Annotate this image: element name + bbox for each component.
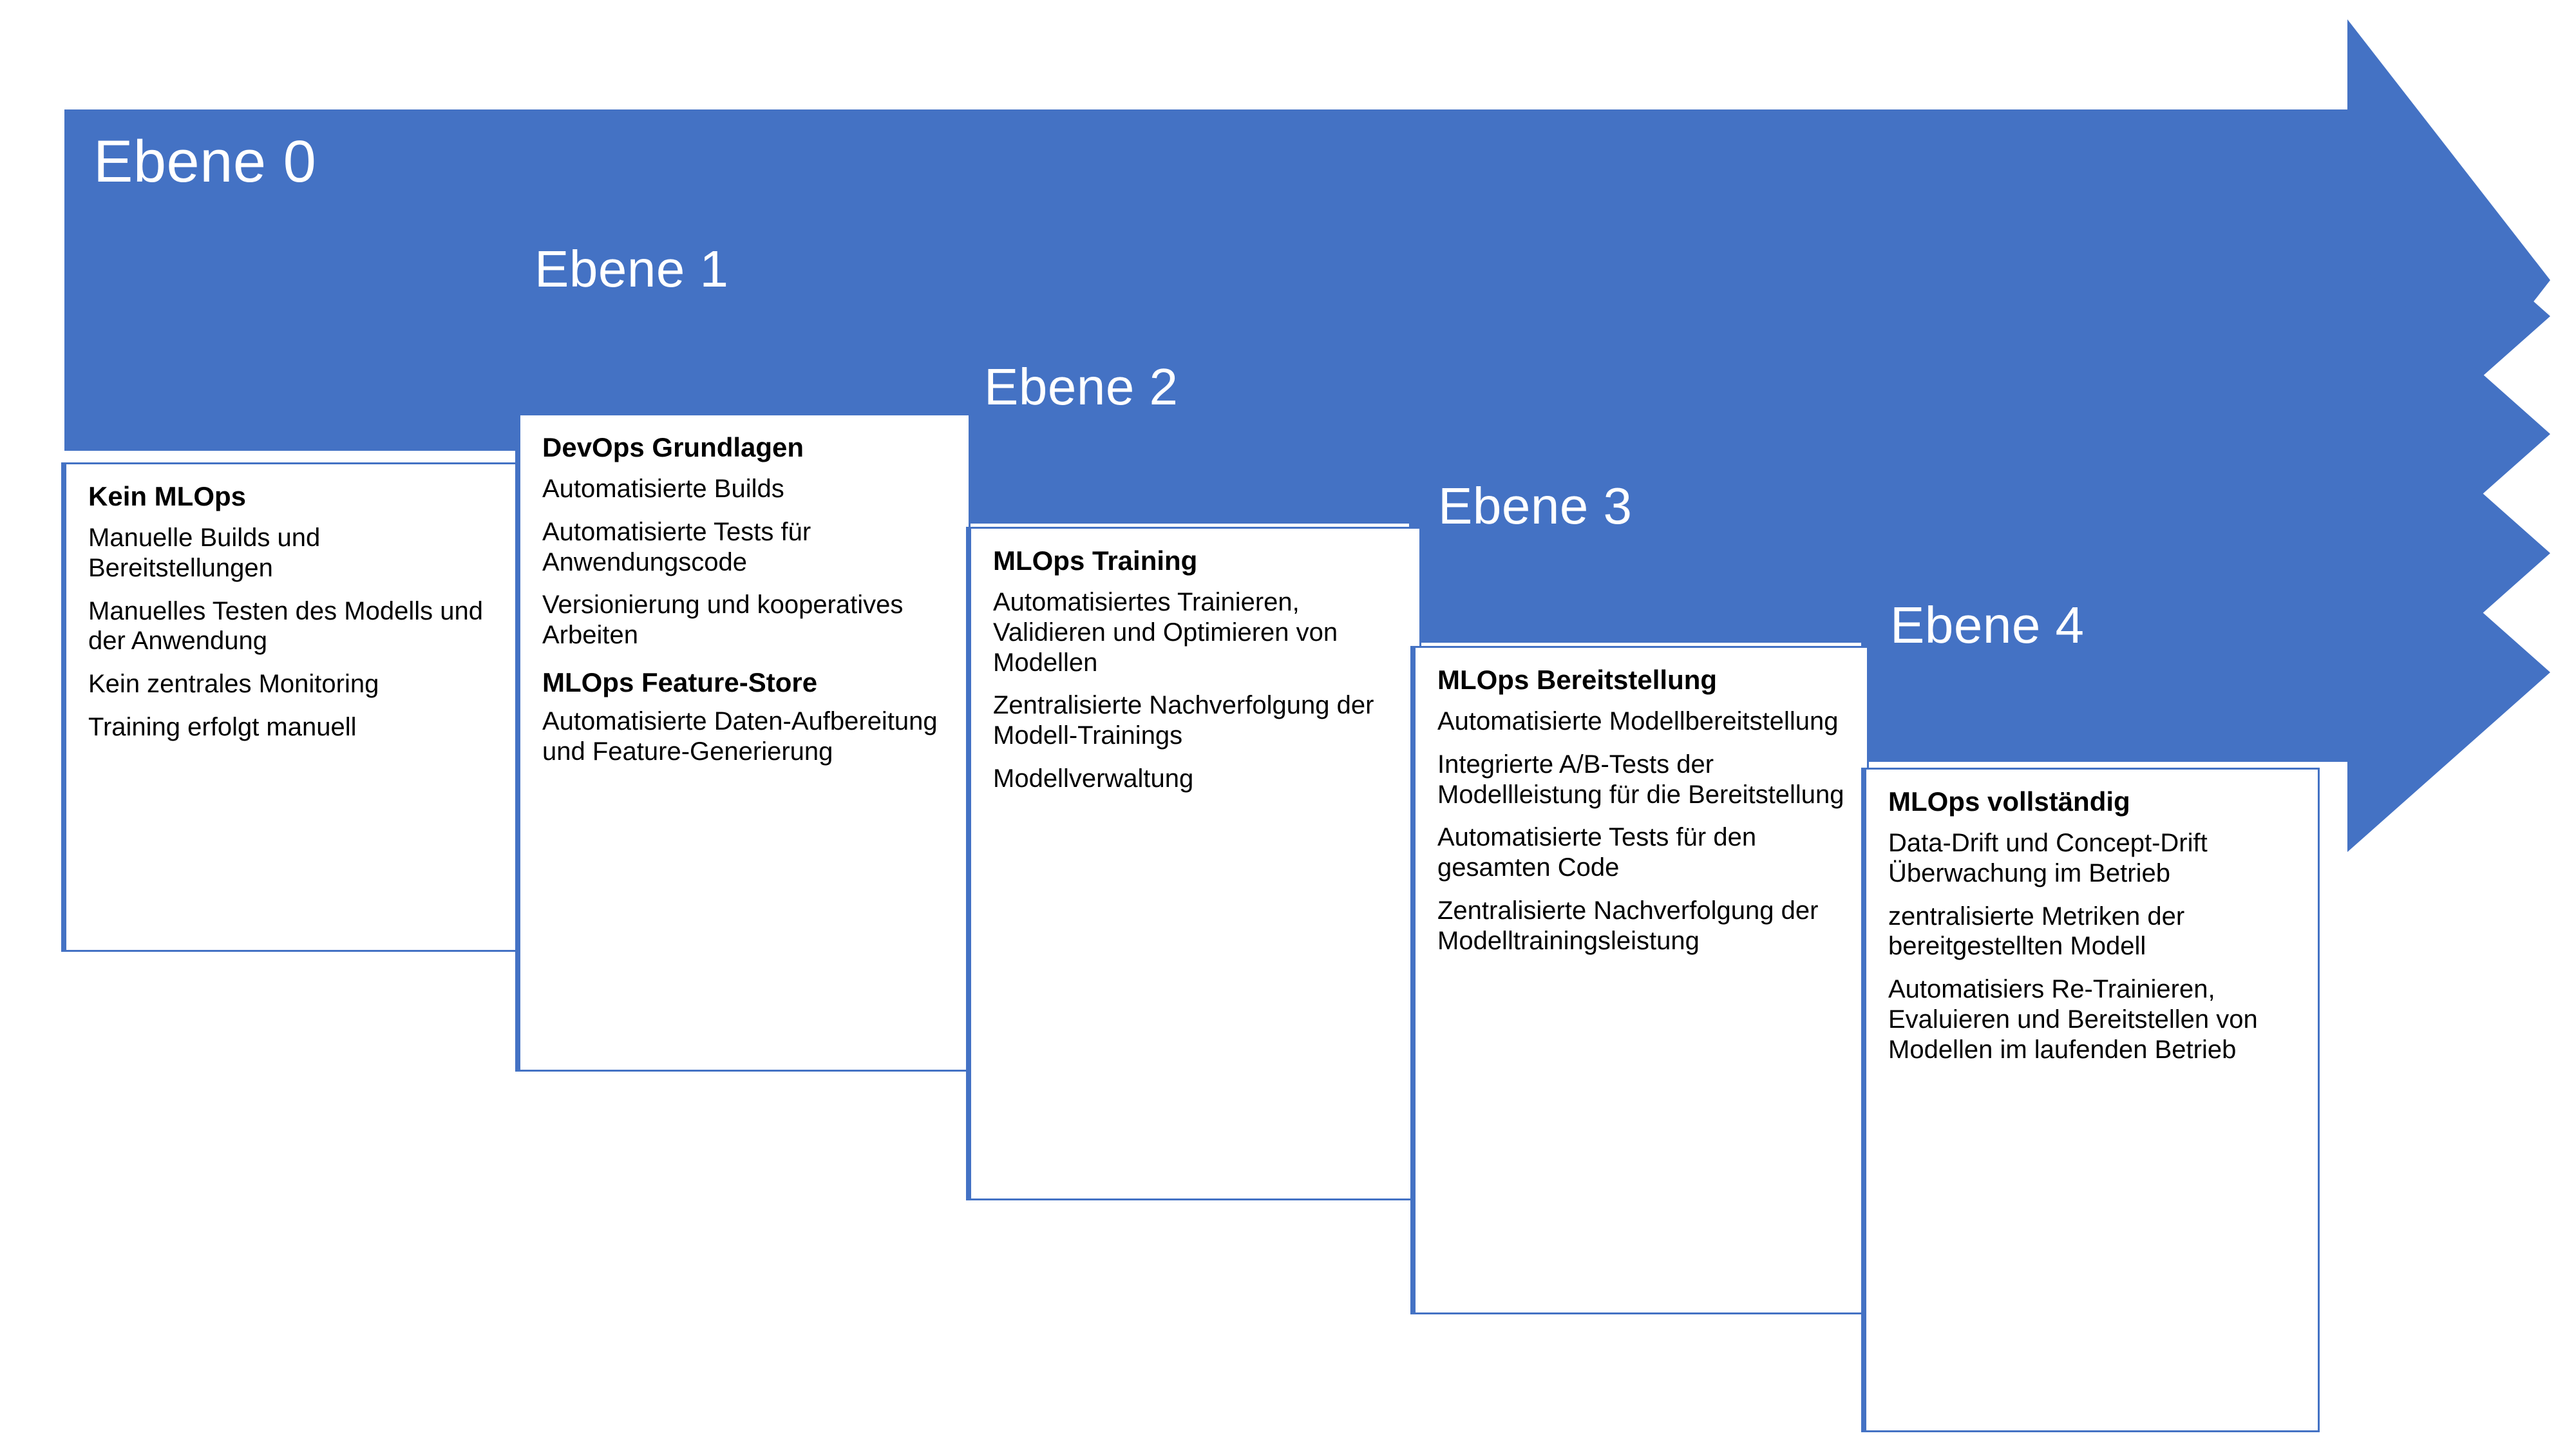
panel-item-4-0-0: Data-Drift und Concept-Drift Überwachung… xyxy=(1888,829,2208,887)
panel-item-0-0-0: Manuelle Builds und Bereitstellungen xyxy=(88,524,321,582)
chevron-shape xyxy=(955,254,2550,614)
panel-item-2-0-1: Zentralisierte Nachverfolgung der Modell… xyxy=(993,691,1374,750)
panel-item-0-0-3: Training erfolgt manuell xyxy=(88,713,357,742)
panel-item-2-0-2: Modellverwaltung xyxy=(993,764,1194,793)
panel-item-1-1-0: Automatisierte Daten-Aufbereitung und Fe… xyxy=(542,707,938,766)
panel-item-1-0-1: Automatisierte Tests für Anwendungscode xyxy=(542,517,811,576)
panel-item-1-0-0: Automatisierte Builds xyxy=(542,475,784,504)
level-band-label-4: Ebene 4 xyxy=(1890,596,2085,654)
panel-title-3: MLOps Bereitstellung xyxy=(1437,665,1718,695)
panel-item-4-0-2: Automatisiers Re-Trainieren, Evaluieren … xyxy=(1888,975,2258,1064)
panel-item-3-0-0: Automatisierte Modellbereitstellung xyxy=(1437,707,1839,736)
panel-item-0-0-1: Manuelles Testen des Modells und der Anw… xyxy=(88,596,483,656)
level-band-label-2: Ebene 2 xyxy=(984,358,1179,415)
level-chevron-2[interactable] xyxy=(955,254,2550,614)
panel-subheading-1-1: MLOps Feature-Store xyxy=(542,667,818,698)
panel-title-1: DevOps Grundlagen xyxy=(542,432,804,462)
panel-item-2-0-0: Automatisiertes Trainieren, Validieren u… xyxy=(993,588,1338,677)
panel-title-0: Kein MLOps xyxy=(88,481,247,511)
panel-title-2: MLOps Training xyxy=(993,545,1198,576)
level-band-label-1: Ebene 1 xyxy=(535,240,729,298)
panel-item-1-0-2: Versionierung und kooperatives Arbeiten xyxy=(542,591,904,650)
level-band-label-0: Ebene 0 xyxy=(93,129,317,194)
panel-item-0-0-2: Kein zentrales Monitoring xyxy=(88,670,379,699)
panel-item-3-0-3: Zentralisierte Nachverfolgung der Modell… xyxy=(1437,896,1819,955)
level-chevron-4[interactable] xyxy=(1861,493,2550,852)
level-chevron-3[interactable] xyxy=(1409,374,2550,733)
panel-item-3-0-1: Integrierte A/B-Tests der Modellleistung… xyxy=(1437,750,1844,809)
panel-title-4: MLOps vollständig xyxy=(1888,786,2130,817)
panel-item-4-0-1: zentralisierte Metriken der bereitgestel… xyxy=(1888,902,2185,961)
level-chevron-1[interactable] xyxy=(506,137,2550,496)
panel-item-3-0-2: Automatisierte Tests für den gesamten Co… xyxy=(1437,823,1757,882)
level-band-label-3: Ebene 3 xyxy=(1438,477,1633,535)
chevron-shape xyxy=(1409,374,2550,733)
chevron-shape xyxy=(506,137,2550,496)
chevron-shape xyxy=(1861,493,2550,852)
